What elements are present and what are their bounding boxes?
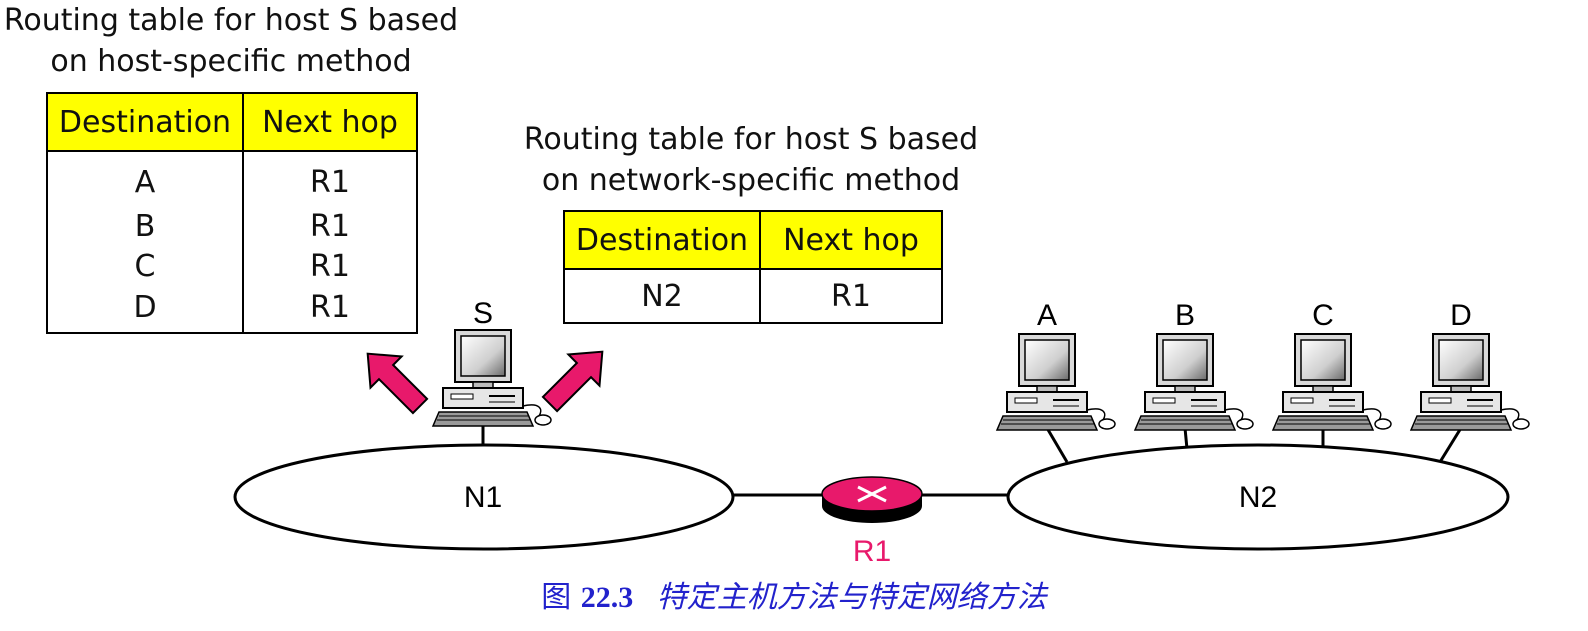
table-header-row: Destination Next hop <box>563 210 943 270</box>
next-hop-cell: R1 <box>242 286 418 333</box>
host-c-computer-icon <box>1272 333 1392 431</box>
host-d-label: D <box>1450 299 1472 332</box>
host-s-label: S <box>473 297 493 330</box>
arrow-left-icon <box>366 352 429 415</box>
destination-cell: N2 <box>563 269 761 323</box>
next-hop-cell: R1 <box>759 269 943 323</box>
host-s-computer-icon <box>432 329 552 427</box>
destination-cell: C <box>46 246 244 286</box>
figure-caption-prefix: 图 <box>541 580 572 615</box>
figure-caption: 图 22.3 特定主机方法与特定网络方法 <box>0 572 1588 616</box>
figure-caption-text: 特定主机方法与特定网络方法 <box>656 580 1047 615</box>
host-b-label: B <box>1175 299 1195 332</box>
destination-cell: D <box>46 286 244 333</box>
column-header-next-hop: Next hop <box>759 210 943 270</box>
host-a-label: A <box>1037 299 1057 332</box>
column-header-destination: Destination <box>46 92 244 152</box>
link-b-n2 <box>1183 427 1189 450</box>
network-n1-ellipse <box>233 443 735 551</box>
host-c-label: C <box>1312 299 1334 332</box>
network-n1-label: N1 <box>464 481 502 514</box>
figure-caption-number: 22.3 <box>580 581 634 614</box>
host-b-computer-icon <box>1134 333 1254 431</box>
link-a-n2 <box>1045 427 1069 463</box>
router-r1-label: R1 <box>853 535 891 568</box>
arrow-right-icon <box>541 350 604 413</box>
network-table-title-line2: on network-specific method <box>541 163 961 198</box>
destination-cell: A <box>46 151 244 206</box>
next-hop-cell: R1 <box>242 206 418 246</box>
host-table-title: Routing table for host S based on host-s… <box>0 0 462 82</box>
column-header-destination: Destination <box>563 210 761 270</box>
link-d-n2 <box>1438 427 1463 463</box>
network-table-title: Routing table for host S based on networ… <box>516 119 986 201</box>
host-table-title-line1: Routing table for host S based <box>3 3 459 38</box>
host-a-computer-icon <box>996 333 1116 431</box>
network-table-title-line1: Routing table for host S based <box>523 122 979 157</box>
host-table-title-line2: on host-specific method <box>50 44 412 79</box>
column-header-next-hop: Next hop <box>242 92 418 152</box>
router-r1-icon <box>821 476 923 523</box>
next-hop-cell: R1 <box>242 246 418 286</box>
destination-cell: B <box>46 206 244 246</box>
network-n2-label: N2 <box>1239 481 1277 514</box>
next-hop-cell: R1 <box>242 151 418 206</box>
host-d-computer-icon <box>1410 333 1530 431</box>
table-header-row: Destination Next hop <box>46 92 418 152</box>
network-n2-ellipse <box>1006 443 1510 551</box>
